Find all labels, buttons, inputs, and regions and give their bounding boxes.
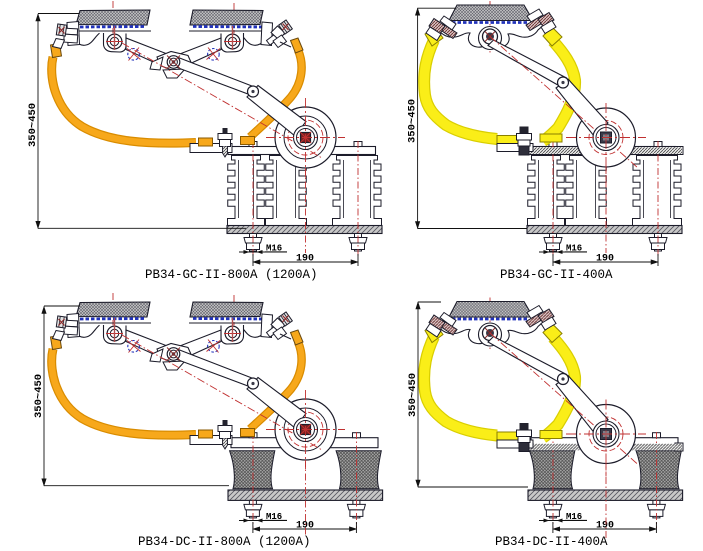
svg-text:190: 190 <box>296 521 314 532</box>
svg-text:PB34-DC-II-800A (1200A): PB34-DC-II-800A (1200A) <box>138 535 311 549</box>
svg-text:190: 190 <box>296 254 314 265</box>
svg-text:M16: M16 <box>266 512 282 522</box>
svg-text:M16: M16 <box>266 244 282 254</box>
svg-text:350~450: 350~450 <box>33 374 45 418</box>
svg-text:350~450: 350~450 <box>407 373 419 417</box>
svg-text:350~450: 350~450 <box>407 99 419 143</box>
svg-text:PB34-DC-II-400A: PB34-DC-II-400A <box>495 535 608 549</box>
svg-text:PB34-GC-II-800A (1200A): PB34-GC-II-800A (1200A) <box>145 268 318 282</box>
svg-text:350~450: 350~450 <box>27 103 39 147</box>
svg-text:PB34-GC-II-400A: PB34-GC-II-400A <box>500 268 613 282</box>
